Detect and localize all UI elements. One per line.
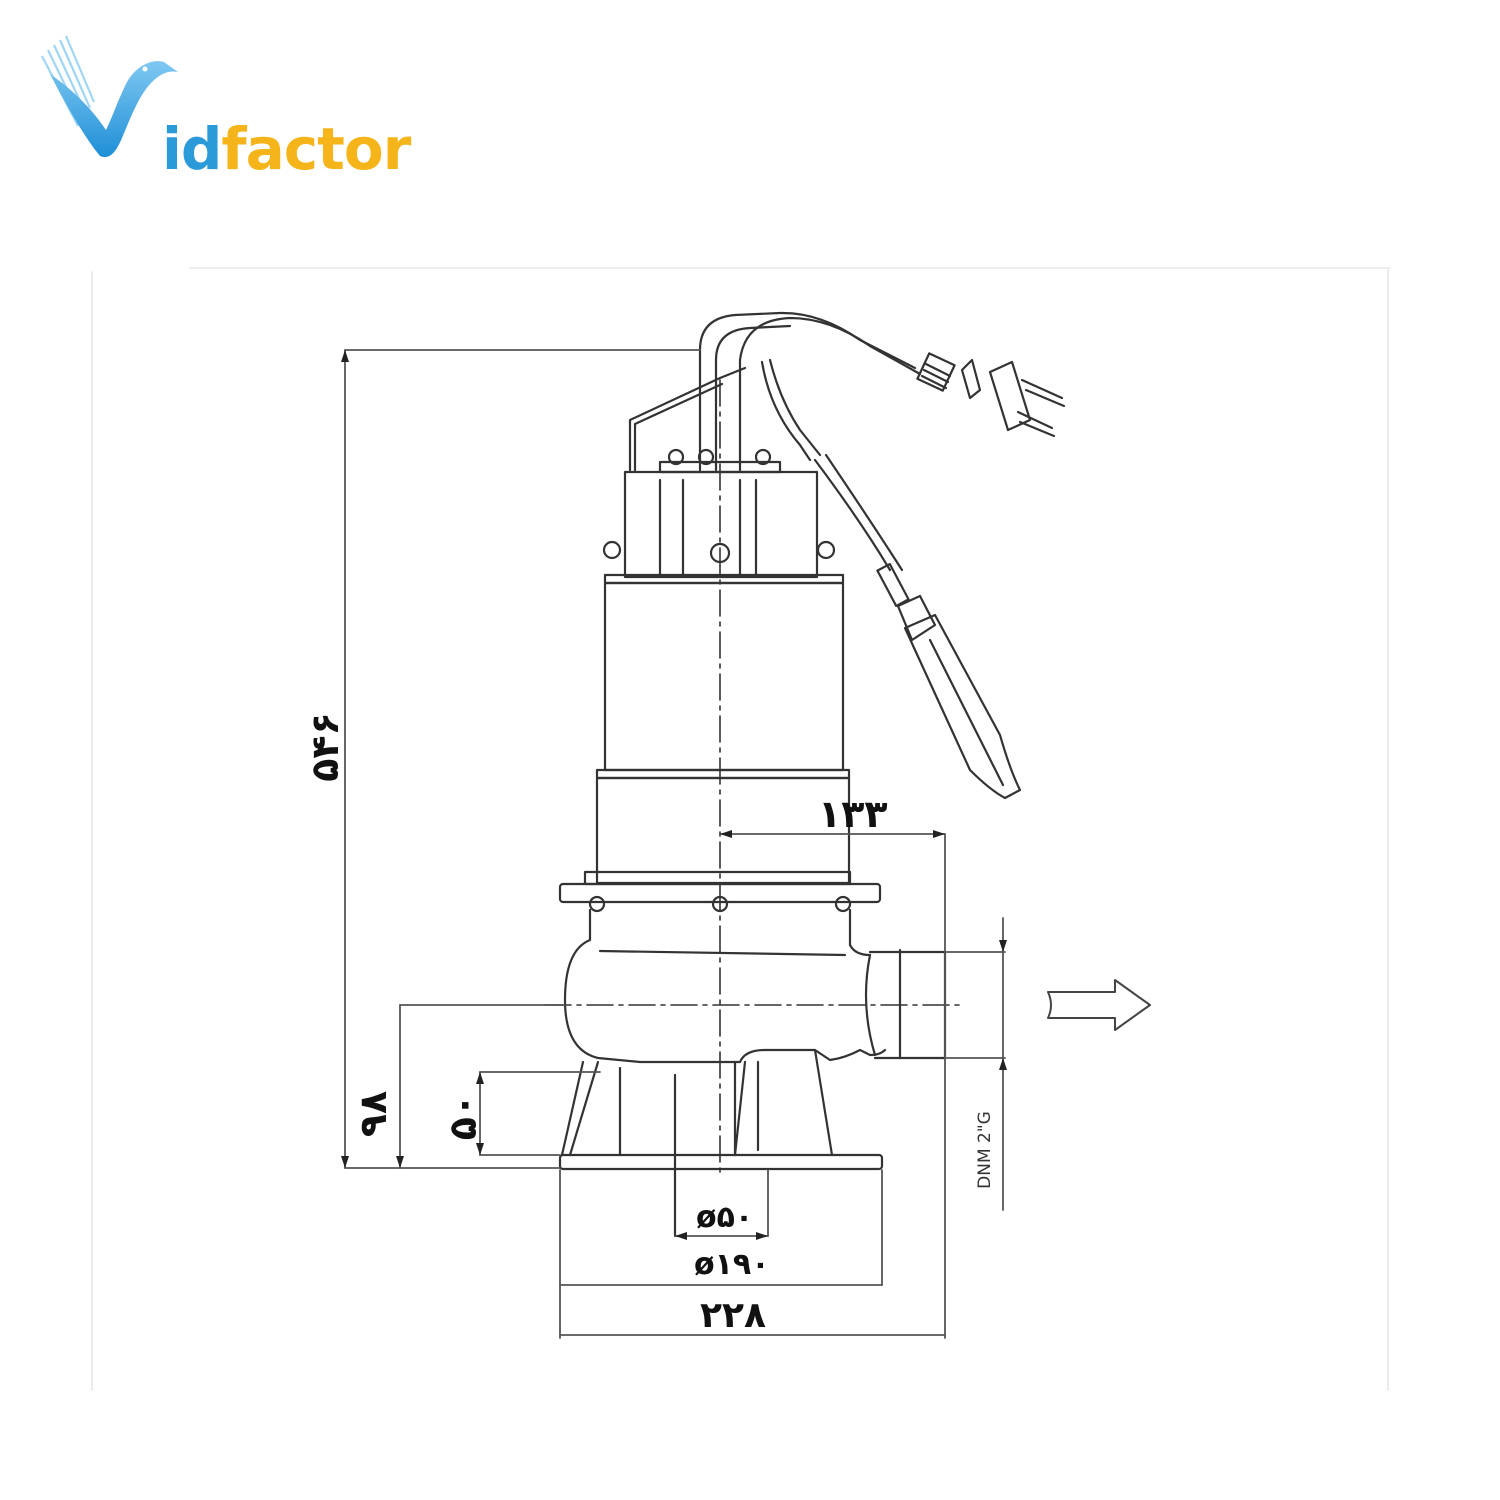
- pump-base: [558, 1048, 884, 1238]
- pump-flange: [558, 870, 882, 913]
- dimension-base-height: ۵۰: [441, 1093, 486, 1141]
- volute-body: [563, 908, 947, 1064]
- dimension-outlet-center-height: ۹۸: [351, 1090, 396, 1138]
- drawing-frame: [91, 267, 1391, 1391]
- motor-cap: [602, 448, 836, 579]
- bird-v-icon: [41, 35, 178, 158]
- dimension-base-diameter: ø۱۹۰: [694, 1247, 770, 1282]
- power-cable: [628, 311, 922, 472]
- brand-wordmark: idfactor: [162, 120, 411, 178]
- motor-housing: [595, 573, 851, 885]
- float-switch-icon: [813, 453, 1022, 800]
- dimension-lines: [344, 349, 1006, 1339]
- dimension-arrowheads: [341, 350, 1007, 1240]
- brand-id-text: id: [162, 115, 222, 183]
- vidfactor-logo: idfactor: [36, 34, 411, 178]
- dimension-overall-height: ۵۴۶: [302, 712, 347, 782]
- dimension-overall-width: ۲۲۸: [700, 1295, 766, 1336]
- outlet-thread-label: DNM 2"G: [974, 1111, 995, 1189]
- dimension-inlet-diameter: ø۵۰: [696, 1200, 754, 1235]
- power-plug-icon: [916, 352, 1066, 438]
- dimension-outlet-offset: ۱۳۳: [818, 792, 888, 836]
- flow-direction-arrow-icon: [1047, 979, 1151, 1031]
- brand-factor-text: factor: [221, 115, 411, 183]
